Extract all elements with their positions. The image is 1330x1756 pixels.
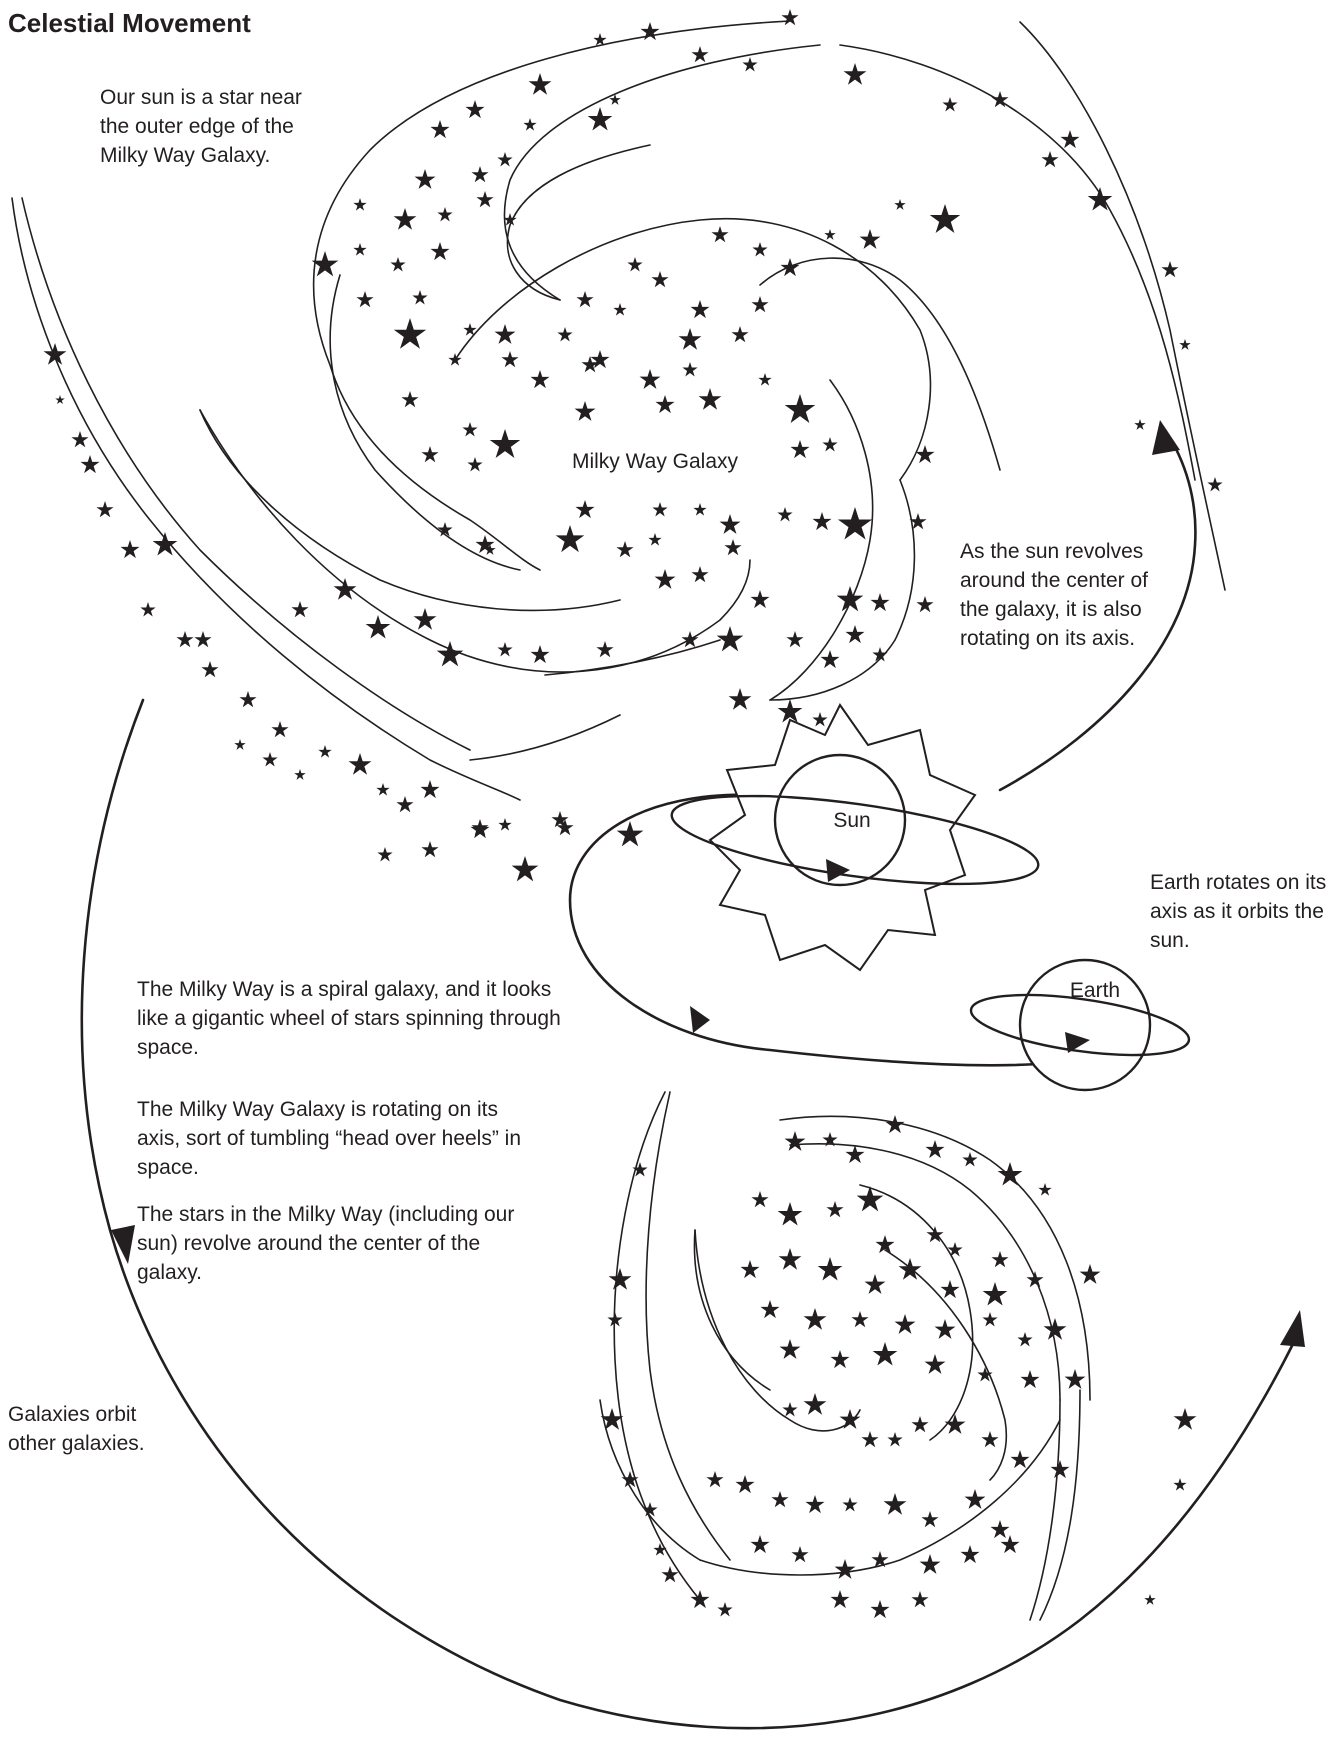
companion-galaxy — [599, 1091, 1091, 1621]
caption-galaxies-orbit: Galaxies orbit other galaxies. — [8, 1403, 145, 1455]
earth-axis-ring — [969, 993, 1191, 1057]
earth-axis-arrow — [1065, 1032, 1090, 1053]
sun-label: Sun — [833, 809, 870, 832]
sun-orbit-arrow — [690, 1006, 710, 1033]
earth-label: Earth — [1070, 979, 1120, 1002]
caption-tumbling: The Milky Way Galaxy is rotating on its … — [137, 1098, 522, 1179]
galaxy-rotation-arrow — [1152, 420, 1180, 455]
sun-disk — [773, 753, 907, 887]
galaxy-orbit-arrow-right — [1280, 1310, 1305, 1347]
galaxy-orbit-arrow-left — [111, 1225, 135, 1264]
caption-sun-revolves: As the sun revolves around the center of… — [960, 540, 1148, 650]
milky-way-galaxy — [11, 20, 1226, 801]
earth-disk — [1018, 958, 1152, 1092]
earth: Earth — [969, 958, 1191, 1092]
galaxy-orbit-path — [80, 698, 1297, 1730]
caption-sun-location: Our sun is a star near the outer edge of… — [100, 86, 302, 167]
milky-way-label: Milky Way Galaxy — [572, 450, 739, 473]
caption-stars-revolve: The stars in the Milky Way (including ou… — [137, 1203, 515, 1284]
sun-axis-ring — [670, 794, 1040, 886]
galaxy-rotation-path — [998, 428, 1197, 792]
sun: Sun — [670, 703, 1040, 972]
caption-spiral: The Milky Way is a spiral galaxy, and it… — [137, 978, 561, 1059]
sun-axis-arrow — [826, 859, 850, 882]
page-title: Celestial Movement — [8, 8, 251, 38]
companion-galaxy-stars — [600, 1115, 1197, 1619]
caption-earth-rotates: Earth rotates on its axis as it orbits t… — [1150, 871, 1327, 952]
